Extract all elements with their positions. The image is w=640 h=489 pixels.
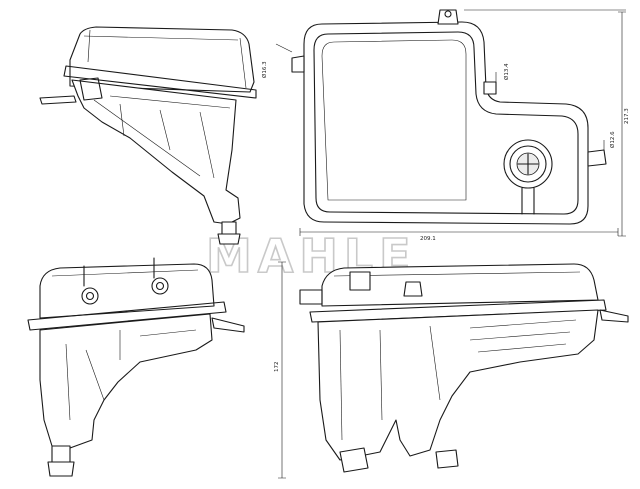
dimension-height-label: 217.3 — [624, 108, 630, 124]
view-plan-top-right: 209.1 217.3 Ø16.3 Ø13.4 Ø12.6 — [261, 9, 630, 242]
view-rear-elevation-bottom-right: 172 — [274, 261, 629, 479]
view-side-elevation-top-left — [39, 26, 257, 245]
dimension-port-small-label: Ø16.3 — [261, 61, 268, 78]
dimension-port-right-label: Ø12.6 — [609, 131, 616, 148]
dimension-side-height-label: 172 — [274, 362, 280, 373]
view-front-elevation-bottom-left — [27, 257, 245, 477]
dimension-width-label: 209.1 — [420, 236, 436, 242]
dimension-port-upper-label: Ø13.4 — [503, 63, 510, 80]
